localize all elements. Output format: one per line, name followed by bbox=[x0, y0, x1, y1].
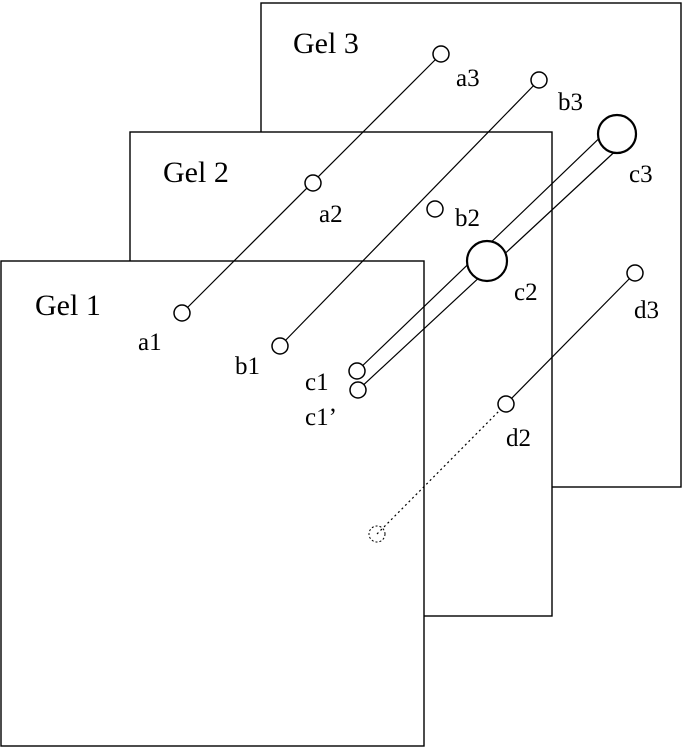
gel-1-sheet bbox=[0, 260, 425, 747]
spot-a3 bbox=[432, 45, 450, 63]
spot-d3 bbox=[626, 264, 644, 282]
label-b3: b3 bbox=[558, 89, 583, 116]
spot-c3 bbox=[596, 113, 638, 155]
gel-3-title: Gel 3 bbox=[293, 27, 359, 60]
link-b bbox=[279, 79, 540, 347]
label-c2: c2 bbox=[514, 279, 538, 306]
spot-c1 bbox=[348, 362, 366, 380]
spot-a1 bbox=[173, 304, 191, 322]
label-c3: c3 bbox=[629, 161, 653, 188]
link-d-projected bbox=[376, 403, 507, 535]
spots bbox=[173, 45, 644, 543]
label-d3: d3 bbox=[634, 297, 659, 324]
spot-a2 bbox=[304, 174, 322, 192]
label-d2: d2 bbox=[506, 425, 531, 452]
label-b1: b1 bbox=[235, 353, 260, 380]
spot-c2 bbox=[465, 239, 509, 283]
label-a3: a3 bbox=[456, 65, 480, 92]
link-d bbox=[505, 272, 636, 405]
spot-c1-prime bbox=[349, 381, 367, 399]
label-a1: a1 bbox=[138, 329, 162, 356]
label-a2: a2 bbox=[319, 201, 343, 228]
spot-b2 bbox=[426, 200, 444, 218]
spot-labels: a1 a2 a3 b1 b2 b3 c1 c1’ c2 c3 d2 d3 bbox=[138, 65, 659, 452]
spot-d1-ghost bbox=[368, 525, 386, 543]
gel-1: Gel 1 bbox=[0, 260, 425, 747]
label-c1: c1 bbox=[305, 369, 329, 396]
gel-2-title: Gel 2 bbox=[163, 156, 229, 189]
spot-d2 bbox=[497, 395, 515, 413]
spot-b1 bbox=[271, 337, 289, 355]
gel-1-title: Gel 1 bbox=[35, 289, 101, 322]
label-b2: b2 bbox=[455, 205, 480, 232]
spot-b3 bbox=[530, 71, 548, 89]
label-c1-prime: c1’ bbox=[305, 404, 337, 431]
